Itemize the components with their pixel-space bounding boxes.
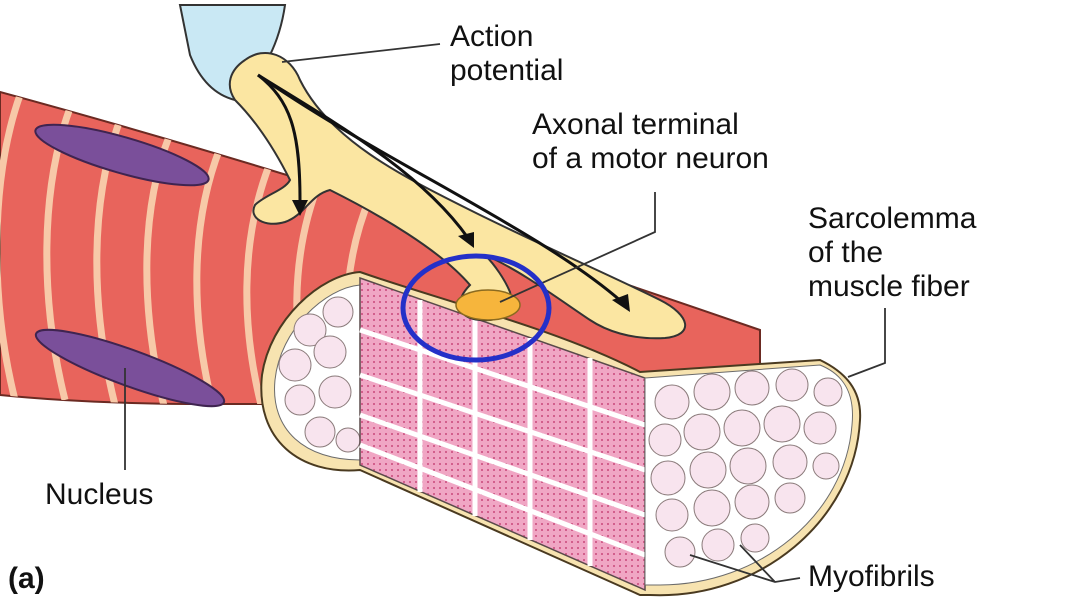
leader-sarcolemma <box>848 308 885 377</box>
label-nucleus: Nucleus <box>45 478 153 512</box>
leader-action-potential <box>282 44 440 62</box>
label-action-potential: Action potential <box>450 20 563 88</box>
panel-letter: (a) <box>8 562 45 596</box>
label-myofibrils: Myofibrils <box>808 560 935 594</box>
label-axonal-terminal: Axonal terminal of a motor neuron <box>532 108 769 176</box>
label-sarcolemma: Sarcolemma of the muscle fiber <box>808 202 976 304</box>
axonal-terminal-highlight <box>456 290 520 320</box>
